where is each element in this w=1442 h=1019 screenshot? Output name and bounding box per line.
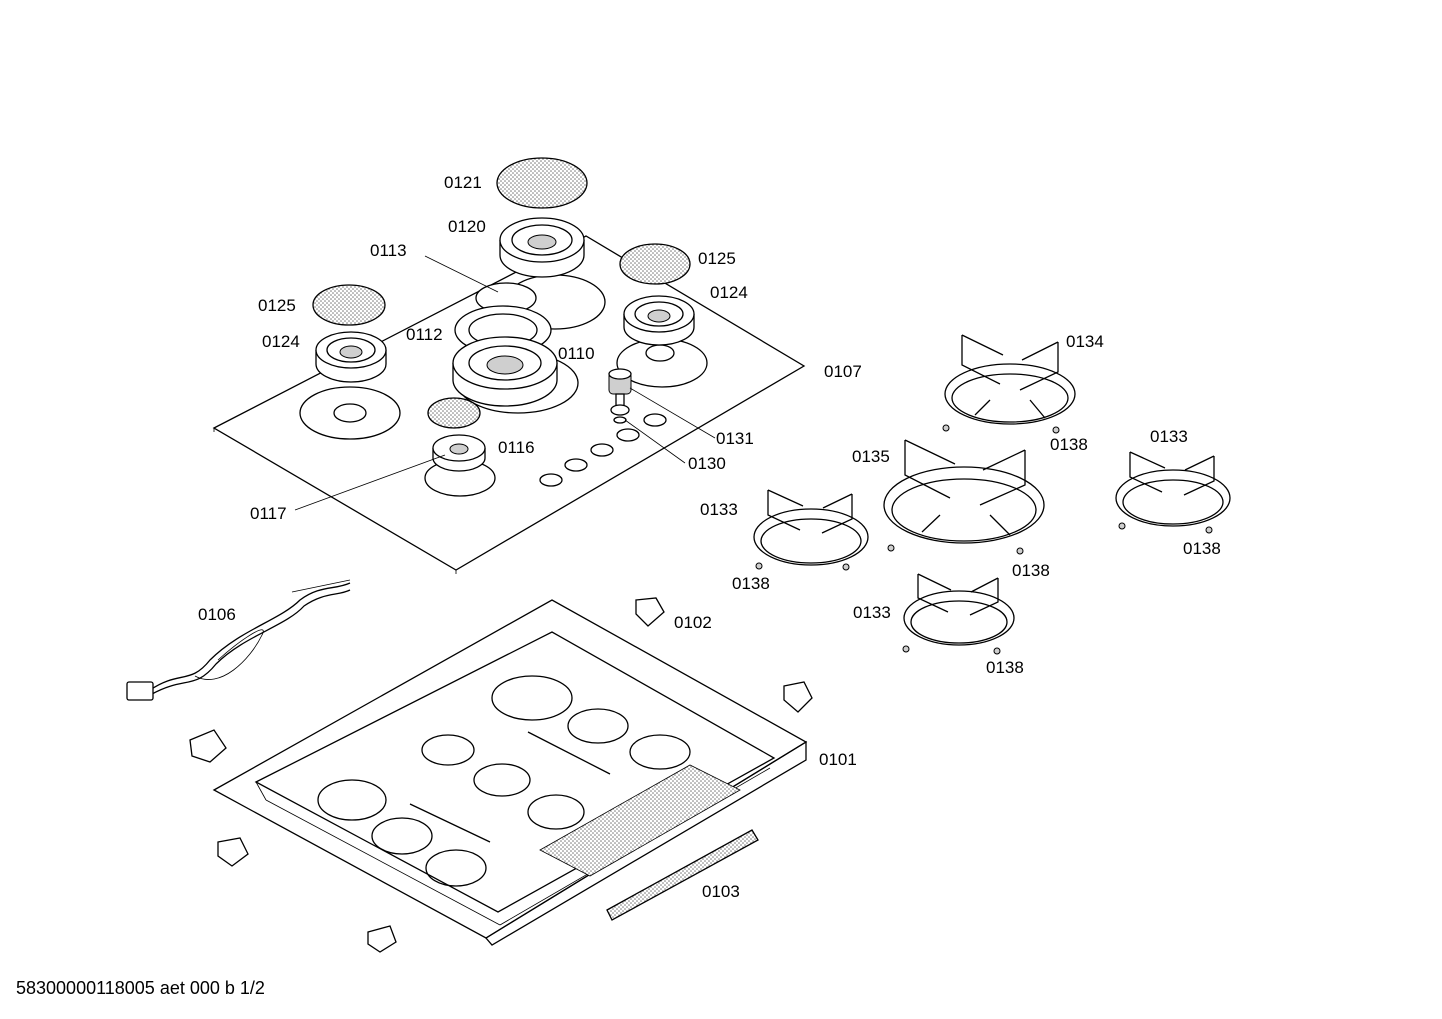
burner-cap-small [427, 397, 481, 429]
label-0138-left: 0138 [732, 574, 770, 593]
bottom-tray [212, 599, 808, 946]
pan-support-0134 [944, 334, 1076, 425]
label-0133-left: 0133 [700, 500, 738, 519]
burner-head-right [623, 295, 695, 346]
label-0130: 0130 [688, 454, 726, 473]
label-0121: 0121 [444, 173, 482, 192]
label-0124-right: 0124 [710, 283, 748, 302]
seal-strip [606, 829, 759, 921]
wok-burner-body [452, 336, 558, 407]
label-0138-right: 0138 [1183, 539, 1221, 558]
label-0138-center: 0138 [1012, 561, 1050, 580]
burner-cap-large [496, 157, 588, 209]
burner-cap-left [312, 284, 386, 326]
pan-support-0133-right [1115, 451, 1231, 527]
rubber-feet [755, 424, 1213, 655]
burner-cap-right [619, 243, 691, 285]
power-cable [126, 582, 351, 701]
knob-spindle-seal [610, 393, 630, 424]
label-0112: 0112 [406, 325, 443, 344]
label-0103: 0103 [702, 882, 740, 901]
label-0131: 0131 [716, 429, 754, 448]
label-0138-top: 0138 [1050, 435, 1088, 454]
pan-support-0133-bottom [903, 573, 1015, 646]
label-0133-right: 0133 [1150, 427, 1188, 446]
label-0125-left: 0125 [258, 296, 296, 315]
burner-head-left [315, 331, 387, 383]
burner-head-small [432, 434, 486, 472]
label-0106: 0106 [198, 605, 236, 624]
label-0124-left: 0124 [262, 332, 300, 351]
label-0138-bottom: 0138 [986, 658, 1024, 677]
label-0116: 0116 [498, 438, 535, 457]
leader-lines [291, 255, 716, 593]
control-knob [608, 368, 632, 395]
label-0110: 0110 [558, 344, 595, 363]
label-0133-bottom: 0133 [853, 603, 891, 622]
label-0102: 0102 [674, 613, 712, 632]
label-0125-right: 0125 [698, 249, 736, 268]
drawing-code: 58300000118005 aet 000 b 1/2 [16, 978, 265, 998]
pan-support-0135 [883, 439, 1045, 544]
label-0134: 0134 [1066, 332, 1104, 351]
pan-support-0133-left [753, 489, 869, 566]
label-0117: 0117 [250, 504, 287, 523]
label-0135: 0135 [852, 447, 890, 466]
burner-head-large [499, 217, 585, 278]
mounting-clips [189, 597, 813, 953]
label-0101: 0101 [819, 750, 857, 769]
label-0120: 0120 [448, 217, 486, 236]
label-0113: 0113 [370, 241, 407, 260]
label-0107: 0107 [824, 362, 862, 381]
